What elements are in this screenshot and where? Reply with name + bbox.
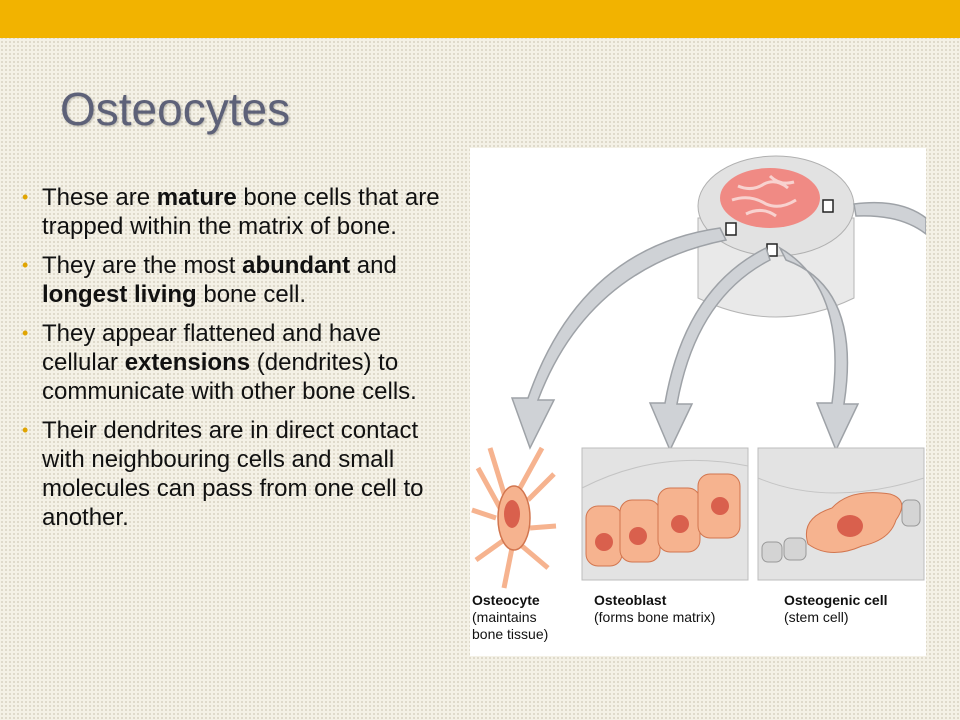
- bullet-list: These are mature bone cells that are tra…: [18, 183, 463, 542]
- top-accent-bar: [0, 0, 960, 38]
- osteocyte-cell-illustration: [471, 446, 557, 589]
- bullet-item: These are mature bone cells that are tra…: [18, 183, 463, 241]
- caption-title: Osteocyte: [472, 592, 540, 608]
- bullet-text: They are the most abundant and longest l…: [42, 252, 397, 308]
- arrow-to-osteogenic: [778, 246, 860, 452]
- caption-desc: (maintains: [472, 609, 537, 625]
- bone-section-illustration: [697, 155, 855, 318]
- bullet-text: These are mature bone cells that are tra…: [42, 184, 440, 240]
- caption-desc: bone tissue): [472, 626, 549, 642]
- caption-title: Osteoblast: [594, 592, 667, 608]
- osteoblast-panel-illustration: [581, 447, 749, 581]
- bone-cells-illustration: [471, 155, 926, 589]
- caption-osteocyte: Osteocyte (maintains bone tissue): [472, 592, 548, 643]
- slide-title: Osteocytes: [60, 83, 291, 135]
- caption-title: Osteogenic cell: [784, 592, 888, 608]
- bullet-item: They appear flattened and have cellular …: [18, 319, 463, 406]
- caption-osteoblast: Osteoblast (forms bone matrix): [594, 592, 715, 626]
- osteogenic-panel-illustration: [757, 447, 925, 581]
- arrow-offscreen-right: [853, 201, 926, 235]
- caption-desc: (forms bone matrix): [594, 609, 716, 625]
- bullet-item: They are the most abundant and longest l…: [18, 251, 463, 309]
- caption-osteogenic-cell: Osteogenic cell (stem cell): [784, 592, 887, 626]
- bone-cells-figure: Osteocyte (maintains bone tissue) Osteob…: [470, 148, 926, 656]
- bullet-item: Their dendrites are in direct contact wi…: [18, 416, 463, 532]
- bullet-text: They appear flattened and have cellular …: [42, 320, 417, 405]
- arrow-to-osteocyte: [510, 227, 728, 450]
- bullet-text: Their dendrites are in direct contact wi…: [42, 417, 424, 531]
- caption-desc: (stem cell): [784, 609, 849, 625]
